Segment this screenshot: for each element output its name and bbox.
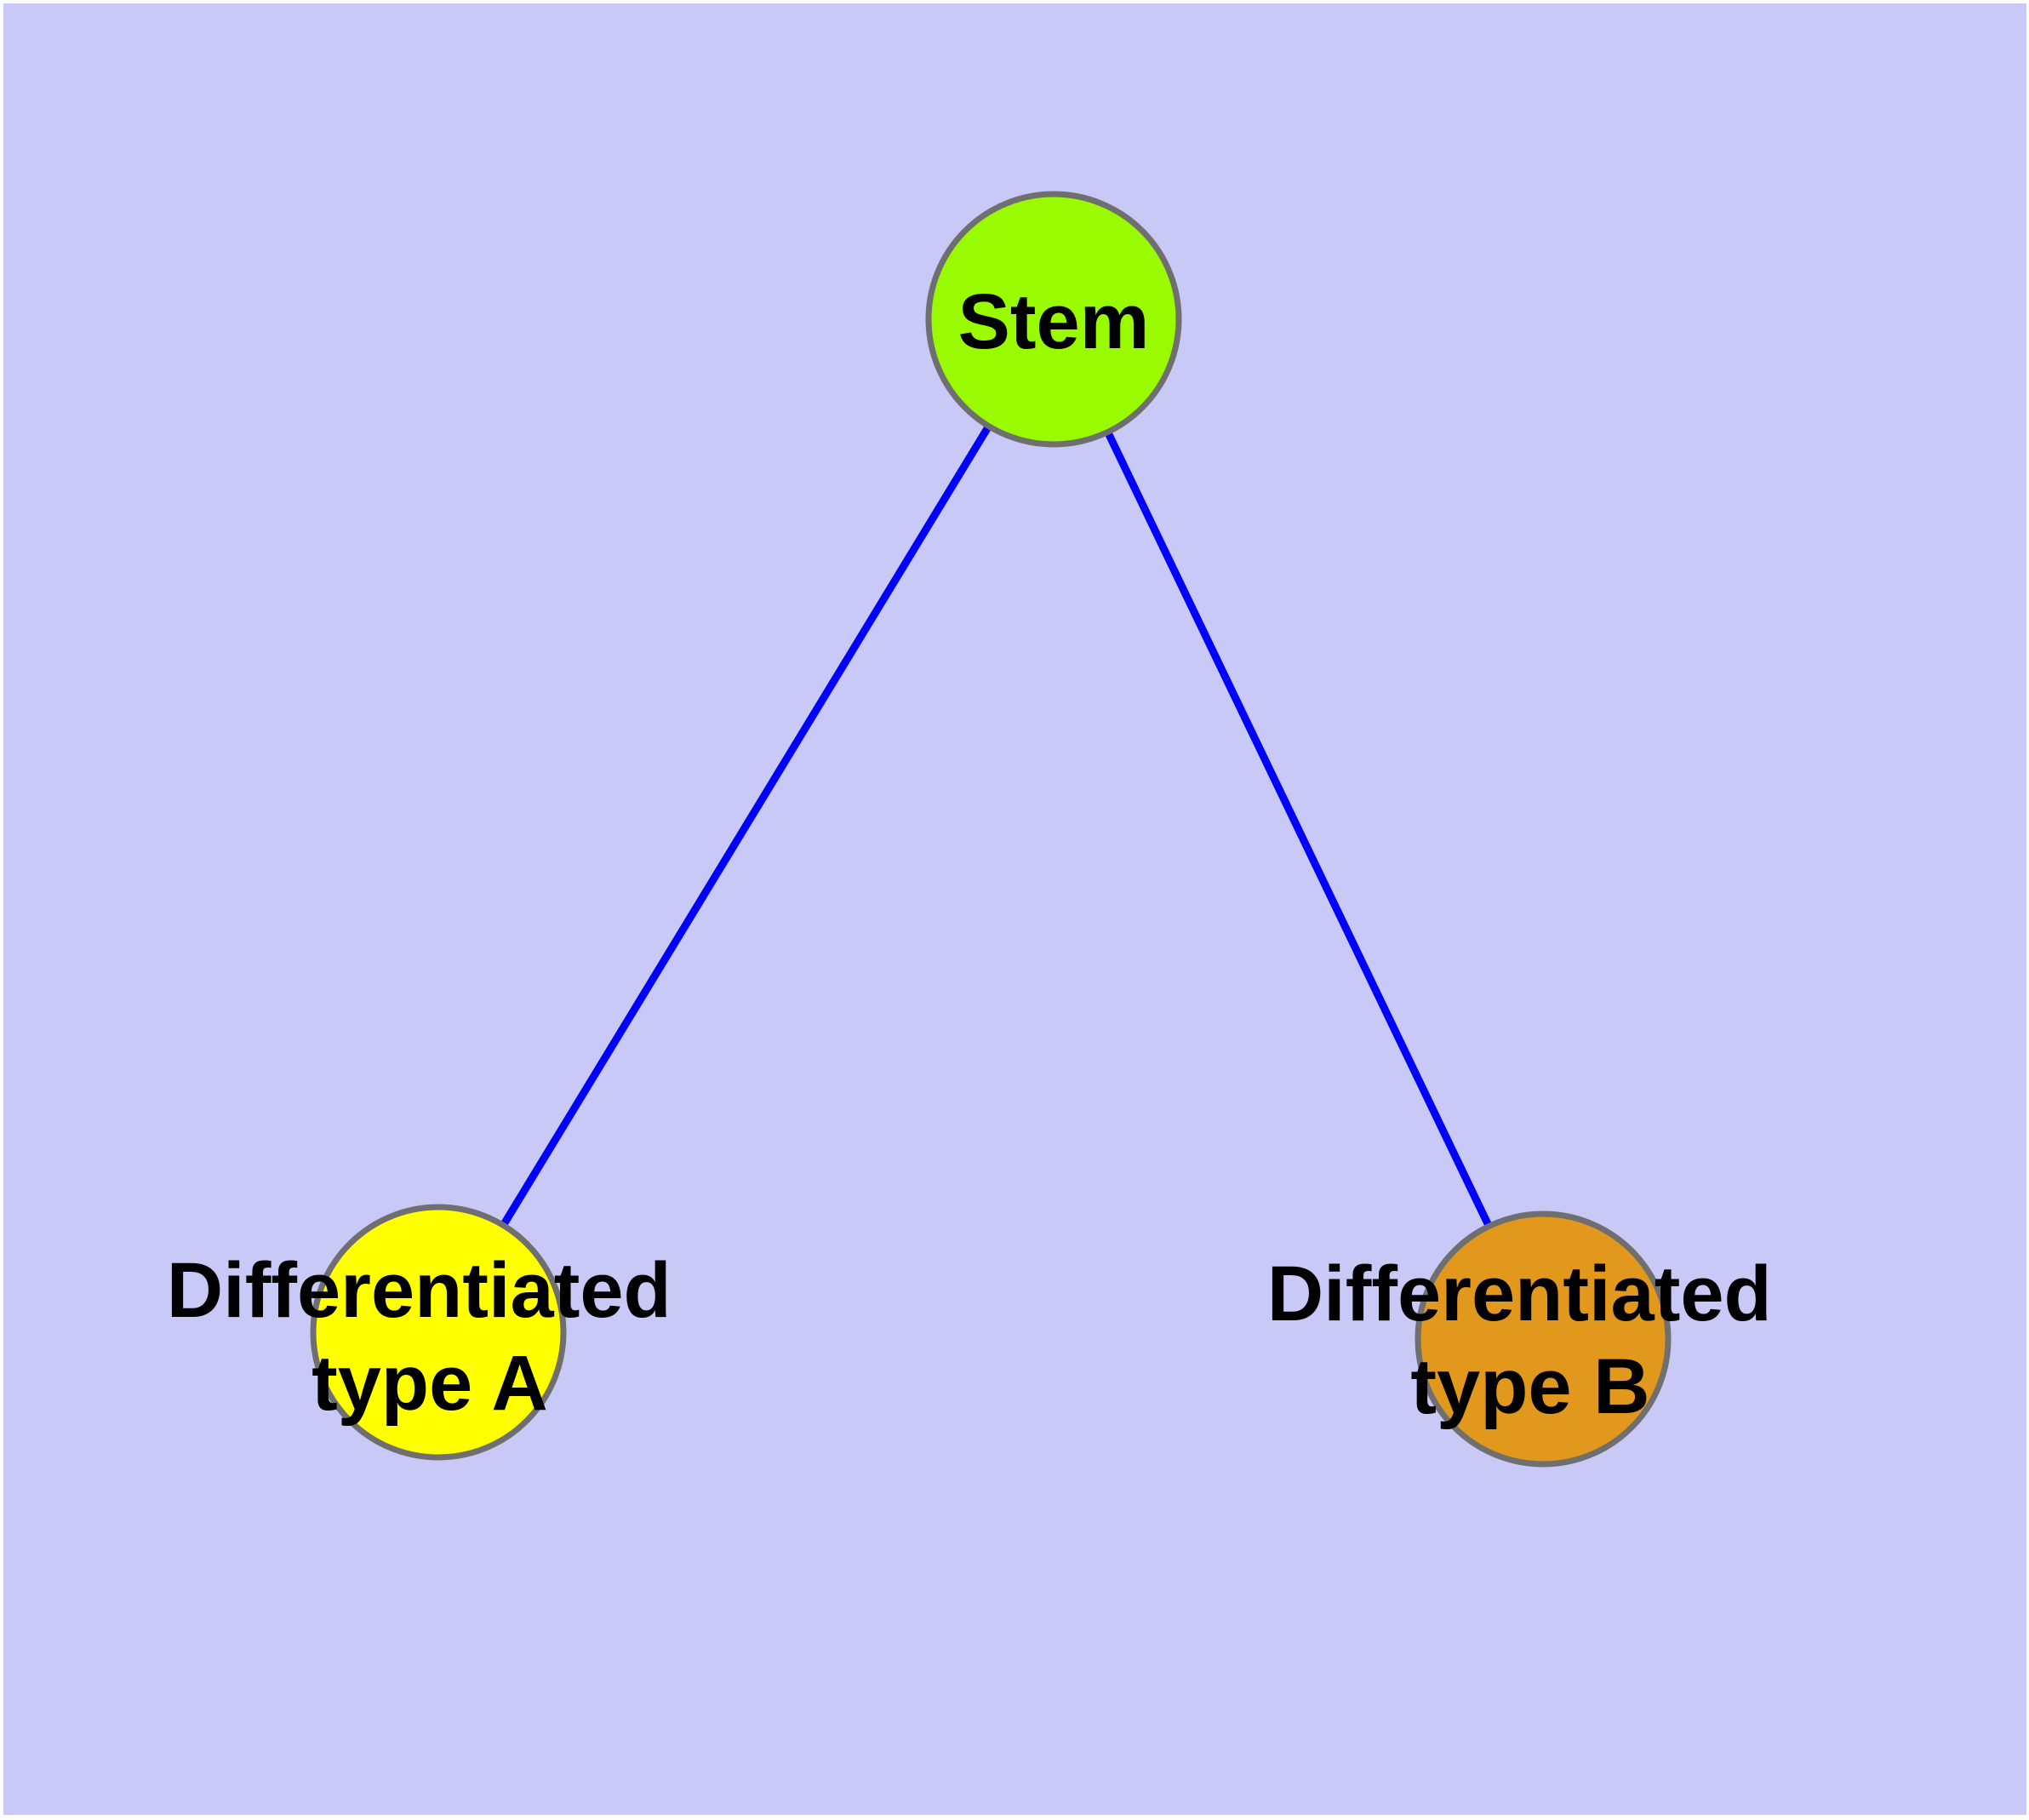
node-stem-label: Stem xyxy=(958,278,1150,365)
node-differentiated-type-b xyxy=(1415,1210,1672,1468)
nodes xyxy=(310,191,1672,1468)
node-stem-label-line: Stem xyxy=(958,278,1150,365)
node-differentiated-type-a xyxy=(310,1204,567,1461)
node-type-a-label-line2: type A xyxy=(311,1340,548,1427)
edge-stem-to-type-a xyxy=(435,317,1057,1335)
node-type-b-label-line1: Differentiated xyxy=(1267,1251,1772,1337)
edge-stem-to-type-b xyxy=(1049,318,1547,1341)
node-type-a-label-line1: Differentiated xyxy=(167,1247,672,1334)
node-type-b-label: Differentiated type B xyxy=(1267,1251,1794,1430)
edges xyxy=(435,317,1547,1341)
node-labels: Stem Differentiated type A Differentiate… xyxy=(167,278,1794,1430)
node-type-a-label: Differentiated type A xyxy=(167,1247,694,1427)
node-type-b-label-line2: type B xyxy=(1410,1343,1649,1430)
node-stem xyxy=(925,191,1182,448)
